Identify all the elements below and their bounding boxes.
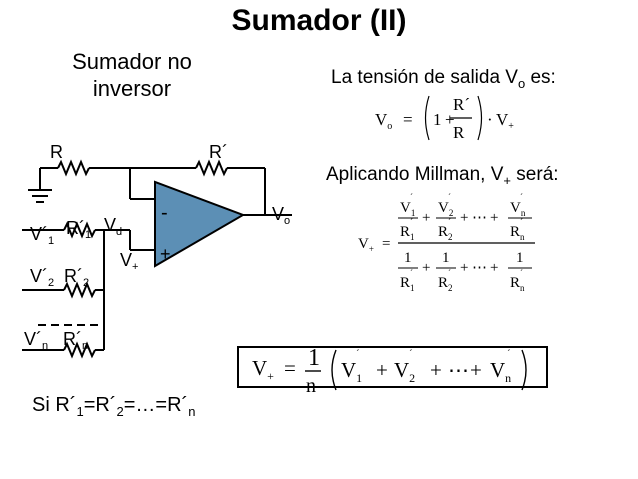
resistor-r2: [63, 281, 96, 299]
svg-text:´: ´: [507, 348, 511, 360]
svg-text:´: ´: [448, 217, 451, 227]
svg-text:R1: R1: [400, 224, 415, 242]
svg-text:V+: V+: [358, 236, 374, 254]
svg-text:1: 1: [404, 250, 412, 266]
svg-text:V2: V2: [394, 358, 415, 385]
subtitle-line-2: inversor: [92, 76, 172, 101]
svg-text:´: ´: [448, 192, 451, 202]
svg-text:´: ´: [520, 217, 523, 227]
svg-text:´: ´: [520, 192, 523, 202]
resistor-r1: [63, 221, 96, 239]
output-voltage-caption: La tensión de salida Vo es:: [331, 67, 556, 91]
svg-text:´: ´: [356, 348, 360, 360]
svg-text:´: ´: [409, 348, 413, 360]
svg-text:´: ´: [448, 268, 451, 278]
svg-text:+: +: [460, 210, 468, 226]
resistor-r-prime: [195, 159, 228, 177]
subtitle-line-1: Sumador no: [72, 49, 192, 74]
svg-text:´: ´: [410, 217, 413, 227]
svg-text:Vo: Vo: [375, 110, 392, 132]
svg-text:´: ´: [410, 192, 413, 202]
svg-text:⋯: ⋯: [448, 358, 469, 382]
svg-text:n: n: [306, 375, 316, 397]
svg-text:+: +: [422, 260, 430, 276]
svg-text:=: =: [284, 356, 296, 380]
svg-text:+: +: [490, 260, 498, 276]
ground-symbol: [28, 168, 52, 203]
circuit: [22, 159, 292, 359]
svg-text:R2: R2: [438, 224, 453, 242]
label-v1: V´1: [30, 224, 54, 247]
label-vo: Vo: [272, 204, 290, 227]
label-r2: R´2: [64, 266, 89, 289]
svg-text:+: +: [445, 110, 455, 129]
svg-text:Rn: Rn: [510, 224, 525, 242]
label-vd: Vd: [104, 215, 122, 238]
svg-text:·: ·: [487, 110, 493, 129]
label-vplus: V+: [120, 250, 138, 273]
svg-text:1: 1: [442, 250, 450, 266]
svg-text:1: 1: [516, 250, 524, 266]
svg-text:+: +: [490, 210, 498, 226]
label-r: R: [50, 142, 63, 162]
svg-text:⋯: ⋯: [472, 260, 487, 276]
page-title: Sumador (II): [231, 4, 407, 37]
label-v2: V´2: [30, 266, 54, 289]
formula-millman: V+ = V1 ´ R1 ´ + V2 ´ R2 ´ + ⋯ + Vn ´ Rn…: [358, 192, 535, 293]
subtitle: Sumador no inversor: [52, 48, 212, 102]
op-amp-triangle: [154, 180, 246, 268]
svg-text:V1: V1: [341, 358, 362, 385]
svg-text:R´: R´: [453, 95, 470, 114]
svg-text:R2: R2: [438, 275, 453, 293]
op-amp-plus: +: [160, 244, 171, 264]
svg-text:1: 1: [308, 345, 320, 371]
resistor-r: [57, 159, 90, 177]
resistor-rn: [63, 341, 96, 359]
label-rn: R´n: [63, 329, 88, 352]
final-formula-box: [237, 346, 548, 388]
svg-text:1: 1: [433, 110, 442, 129]
label-vn: V´n: [24, 329, 48, 352]
svg-text:R: R: [453, 123, 465, 142]
svg-text:´: ´: [520, 268, 523, 278]
svg-text:V1: V1: [400, 200, 415, 218]
svg-text:+: +: [422, 210, 430, 226]
equal-resistors-condition: Si R´1=R´2=…=R´n: [32, 394, 196, 419]
svg-text:V+: V+: [252, 356, 274, 383]
op-amp-minus: -: [161, 202, 168, 224]
millman-caption: Aplicando Millman, V+ será:: [326, 164, 559, 188]
svg-text:´: ´: [410, 268, 413, 278]
svg-text:+: +: [376, 358, 388, 382]
svg-text:=: =: [403, 110, 413, 129]
formula-vo: Vo = 1 + R´ R · V+: [375, 95, 514, 142]
svg-text:R1: R1: [400, 275, 415, 293]
svg-text:V2: V2: [438, 200, 453, 218]
svg-text:+: +: [470, 358, 482, 382]
svg-text:=: =: [382, 236, 390, 252]
svg-text:⋯: ⋯: [472, 210, 487, 226]
label-r-prime: R´: [209, 142, 228, 162]
svg-text:+: +: [460, 260, 468, 276]
label-r1: R´1: [66, 218, 91, 241]
formula-final: V+ = 1 n V1 ´ + V2 ´ + ⋯ + Vn ´: [252, 345, 527, 397]
svg-text:V+: V+: [496, 110, 514, 132]
svg-text:Rn: Rn: [510, 275, 525, 293]
svg-text:Vn: Vn: [510, 200, 526, 218]
svg-text:Vn: Vn: [490, 358, 511, 385]
svg-text:+: +: [430, 358, 442, 382]
